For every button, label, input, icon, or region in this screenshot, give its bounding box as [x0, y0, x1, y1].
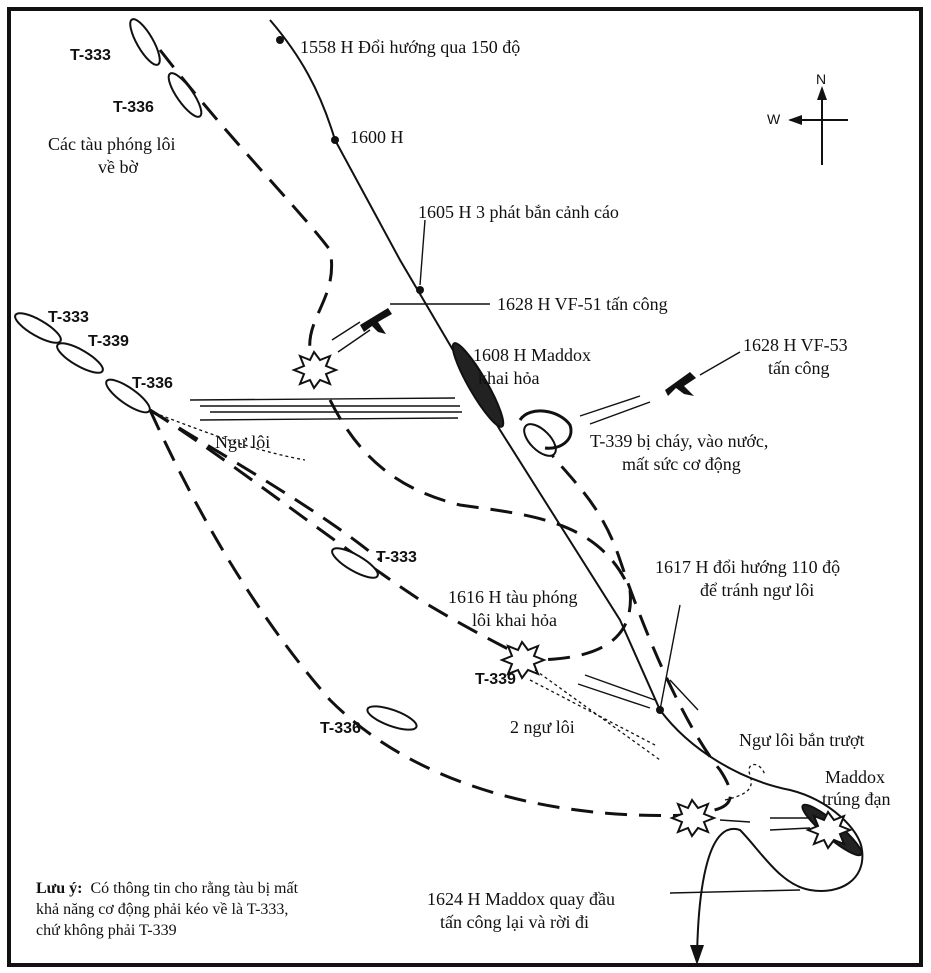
north-arrow-icon	[817, 86, 827, 100]
maddox-exit-arrow-icon	[690, 945, 704, 965]
label-vf53-attack-1: 1628 H VF-53	[743, 335, 848, 355]
label-1600: 1600 H	[350, 127, 404, 147]
explosions	[291, 350, 853, 850]
boat-t336-top	[167, 72, 203, 118]
track-point-1600	[331, 136, 339, 144]
boat-t333-mid	[14, 312, 62, 344]
ship-label-t333-low: T-333	[376, 549, 417, 566]
explosion-vf51	[291, 350, 339, 390]
boats	[14, 18, 557, 731]
label-vf51-attack: 1628 H VF-51 tấn công	[497, 294, 668, 314]
label-maddox-return-1: 1624 H Maddox quay đầu	[427, 889, 615, 909]
label-boats-fire-2: lôi khai hỏa	[472, 610, 557, 630]
compass-west-label: W	[767, 111, 781, 127]
ship-label-t339-low: T-339	[475, 671, 516, 688]
label-maddox-fire-2: khai hỏa	[478, 368, 539, 388]
label-torpedo: Ngư lôi	[215, 432, 270, 452]
ship-label-t336-low: T-336	[320, 720, 361, 737]
explosion-t339	[499, 640, 547, 680]
maddox-ship	[451, 342, 505, 428]
ship-labels: T-333 T-336 T-333 T-339 T-336 T-333 T-33…	[48, 47, 516, 737]
boat-t339-burning	[523, 423, 557, 457]
aircraft	[360, 308, 696, 396]
ship-label-t336-mid: T-336	[132, 375, 173, 392]
track-point-1605	[416, 286, 424, 294]
label-maddox-return-2: tấn công lại và rời đi	[440, 912, 589, 932]
label-boats-fire-1: 1616 H tàu phóng	[448, 587, 578, 607]
smoke-t339	[518, 409, 573, 450]
compass-north-label: N	[816, 71, 826, 87]
ship-label-t333-top: T-333	[70, 47, 111, 64]
label-two-torpedoes: 2 ngư lôi	[510, 717, 575, 737]
label-maddox-hit-1: Maddox	[825, 767, 885, 787]
track-point-1558	[276, 36, 284, 44]
frame	[7, 7, 923, 967]
ship-label-t333-mid: T-333	[48, 309, 89, 326]
label-turn-110-1: 1617 H đổi hướng 110 độ	[655, 557, 840, 577]
vf53-plane-icon	[665, 372, 696, 396]
note-bold-label: Lưu ý:	[36, 880, 83, 897]
maddox-track	[269, 19, 864, 965]
note-line-3: chứ không phải T-339	[36, 922, 177, 939]
ship-label-t339-mid: T-339	[88, 333, 129, 350]
ship-label-t336-top: T-336	[113, 99, 154, 116]
label-turn-150: 1558 H Đổi hướng qua 150 độ	[300, 37, 520, 57]
boat-t333-top	[129, 18, 161, 66]
compass: N W	[767, 71, 848, 165]
note-line-1: Lưu ý: Có thông tin cho rằng tàu bị mất	[36, 880, 299, 897]
boat-tracks	[148, 49, 732, 817]
label-t339-hit-1: T-339 bị cháy, vào nước,	[590, 431, 768, 451]
label-maddox-hit-2: trúng đạn	[822, 789, 890, 809]
explosion-boat	[669, 798, 717, 838]
boat-t336-mid	[105, 378, 151, 414]
boat-t333-low	[331, 547, 379, 579]
label-t339-hit-2: mất sức cơ động	[622, 454, 741, 474]
fire-lines	[189, 321, 811, 831]
note-line-2: khả năng cơ động phải kéo về là T-333,	[36, 901, 288, 918]
label-turn-110-2: để tránh ngư lôi	[700, 580, 814, 600]
boat-t336-low	[366, 705, 418, 731]
label-maddox-fire-1: 1608 H Maddox	[473, 345, 591, 365]
leader-lines	[390, 219, 801, 894]
torpedo-tracks	[159, 414, 766, 801]
label-boats-return-2: về bờ	[98, 157, 138, 177]
explosion-maddox	[805, 810, 853, 850]
boat-t339-mid	[56, 342, 104, 374]
label-boats-return-1: Các tàu phóng lôi	[48, 134, 175, 154]
note-block: Lưu ý: Có thông tin cho rằng tàu bị mất …	[36, 880, 299, 939]
label-torpedo-missed: Ngư lôi bắn trượt	[739, 730, 865, 750]
label-vf53-attack-2: tấn công	[768, 358, 829, 378]
west-arrow-icon	[788, 115, 802, 125]
note-line-1-text: Có thông tin cho rằng tàu bị mất	[91, 880, 299, 897]
event-labels: 1558 H Đổi hướng qua 150 độ 1600 H 1605 …	[48, 37, 890, 932]
vf51-plane-icon	[360, 308, 392, 334]
label-warning-shots: 1605 H 3 phát bắn cảnh cáo	[418, 202, 619, 222]
